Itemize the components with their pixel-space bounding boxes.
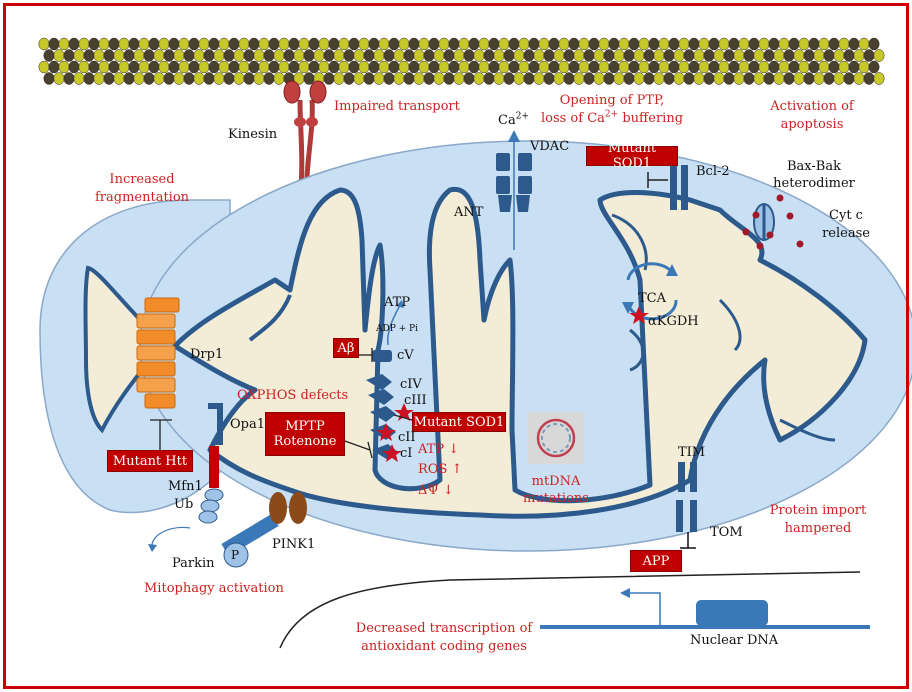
microtubule-subunit <box>868 60 880 74</box>
phosphate-label: P <box>231 548 240 562</box>
mtdna-label-1: mtDNA <box>531 474 581 489</box>
opening-ptp-text-b: buffering <box>618 111 684 126</box>
oxphos-defects-label: OXPHOS defects <box>237 388 349 403</box>
microtubule <box>38 37 885 85</box>
rotenone-text: Rotenone <box>273 434 337 449</box>
microtubule-subunit <box>873 72 885 85</box>
adp-pi-label: ADP + Pi <box>376 324 418 334</box>
cytc-label-2: release <box>822 226 870 241</box>
tom-label: TOM <box>710 525 743 540</box>
opening-ptp-label-1: Opening of PTP, <box>559 93 665 108</box>
cytc-label-1: Cyt c <box>829 208 863 223</box>
bax-bak-label-2: heterodimer <box>773 176 855 191</box>
protein-import-label-1: Protein import <box>769 503 867 518</box>
ros-up-label: ROS ↑ <box>418 462 463 477</box>
ci-label: cI <box>400 446 413 461</box>
mtdna-label-2: mutations <box>523 491 589 506</box>
bax-bak-pore <box>742 194 804 250</box>
increased-fragmentation-label-1: Increased <box>109 172 175 187</box>
figure-border <box>3 3 909 689</box>
mptp-rotenone-box: MPTP Rotenone <box>265 412 345 456</box>
tim-tom-complex <box>676 462 697 549</box>
mfn1-label: Mfn1 <box>168 479 203 494</box>
fusion-mitophagy-proteins <box>148 403 307 568</box>
atp-top-label: ATP <box>384 295 411 310</box>
decreased-transcription-label-1: Decreased transcription of <box>355 621 533 636</box>
protein-import-label-2: hampered <box>784 521 852 536</box>
ub-label: Ub <box>174 497 194 512</box>
vdac-ant-channel <box>496 130 532 250</box>
bax-bak-label-1: Bax-Bak <box>787 159 841 174</box>
ciii-label: cIII <box>404 393 427 408</box>
akgdh-label: αKGDH <box>648 314 699 329</box>
pink1-label: PINK1 <box>272 537 316 552</box>
abeta-box: Aβ <box>333 338 359 358</box>
increased-fragmentation-label-2: fragmentation <box>94 190 190 205</box>
electron-transport-chain <box>366 300 414 462</box>
inhibition-lines <box>150 348 413 459</box>
opa1-label: Opa1 <box>230 417 266 432</box>
bcl2-channel <box>647 165 688 210</box>
tim-label: TIM <box>678 445 706 460</box>
mutant-sod1-mid-box: Mutant SOD1 <box>412 412 506 432</box>
vdac-label: VDAC <box>530 139 570 154</box>
bcl2-label: Bcl-2 <box>696 164 730 179</box>
app-box: APP <box>630 550 682 572</box>
calcium-label: Ca2+ <box>498 111 529 128</box>
microtubule-subunit <box>873 49 885 62</box>
ant-label: ANT <box>454 205 484 220</box>
drp1-rings <box>136 297 180 409</box>
atp-down-label: ATP ↓ <box>418 442 460 457</box>
mptp-text: MPTP <box>285 419 325 434</box>
cii-label: cII <box>398 430 416 445</box>
opening-ptp-sup: 2+ <box>604 109 619 120</box>
tca-label: TCA <box>638 291 667 306</box>
kinesin-label: Kinesin <box>228 127 278 142</box>
impaired-transport-label: Impaired transport <box>334 99 460 114</box>
tca-cycle <box>622 262 678 324</box>
mutant-htt-box: Mutant Htt <box>107 450 193 472</box>
drp1-label: Drp1 <box>190 347 224 362</box>
nucleus <box>279 571 870 649</box>
parkin-label: Parkin <box>172 556 215 571</box>
calcium-base: Ca <box>498 113 516 128</box>
mtdna-circle <box>528 412 584 464</box>
calcium-sup: 2+ <box>515 111 529 122</box>
mitophagy-label: Mitophagy activation <box>144 581 284 596</box>
civ-label: cIV <box>400 377 422 392</box>
opening-ptp-label-2: loss of Ca2+ buffering <box>540 109 684 126</box>
nuclear-dna-label: Nuclear DNA <box>690 633 779 648</box>
dpsi-down-label: ΔΨ ↓ <box>418 483 454 498</box>
microtubule-subunit <box>868 37 880 51</box>
mutant-sod1-top-box: Mutant SOD1 <box>586 141 678 171</box>
decreased-transcription-label-2: antioxidant coding genes <box>361 639 527 654</box>
activation-apoptosis-label-1: Activation of <box>770 99 854 114</box>
activation-apoptosis-label-2: apoptosis <box>780 117 844 132</box>
cv-label: cV <box>397 348 414 363</box>
opening-ptp-text: loss of Ca <box>540 111 605 126</box>
